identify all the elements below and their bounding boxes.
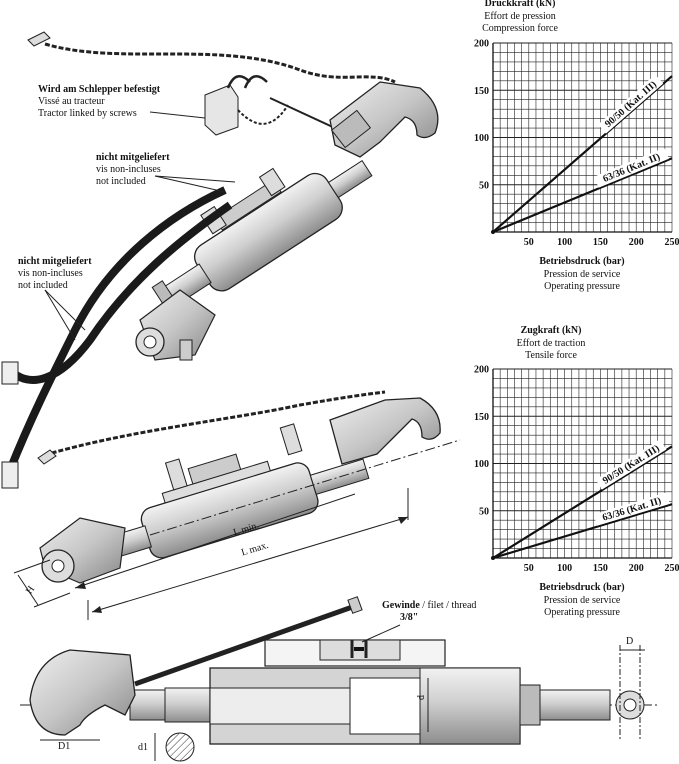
- chart1-xlabel-fr: Pression de service: [543, 594, 621, 606]
- chart1-subtitle-en: Tensile force: [525, 350, 577, 361]
- callout-thread: Gewinde / filet / thread 3/8": [382, 600, 476, 624]
- series-label-bg: [595, 439, 667, 490]
- callout-tractor: Wird am Schlepper befestigt Vissé au tra…: [38, 84, 160, 120]
- x-tick-label: 150: [593, 563, 608, 574]
- x-tick-label: 200: [629, 563, 644, 574]
- callout-not-supplied-left: nicht mitgeliefert vis non-incluses not …: [18, 256, 92, 292]
- leader-lines: [44, 111, 236, 341]
- chart1-xlabel-en: Operating pressure: [544, 607, 620, 618]
- origin-point: [491, 230, 495, 234]
- lower-hook: [29, 649, 136, 736]
- tractor-bracket: [204, 75, 289, 136]
- chart0-title-block: Druckkraft (kN) Effort de pression Compr…: [482, 0, 558, 36]
- dim-d1: D1: [58, 741, 71, 752]
- callout-not-supplied-upper: nicht mitgeliefert vis non-incluses not …: [96, 152, 170, 188]
- chart0-xlabel: Betriebsdruck (bar): [539, 256, 625, 267]
- callout-thread-rest: / filet / thread: [419, 600, 477, 611]
- series-line-kat-ii: [492, 503, 673, 560]
- series-label-kat-iii: 90/50 (Kat. III): [601, 443, 662, 487]
- y-tick-label: 200: [474, 365, 489, 376]
- chart0-subtitle-fr: Effort de pression: [484, 10, 556, 22]
- upper-chain: [44, 42, 396, 84]
- callout-ns1-fr: vis non-incluses: [96, 164, 161, 175]
- chart0-subtitle-en: Compression force: [482, 23, 558, 34]
- chart1-title-block: Zugkraft (kN) Effort de traction Tensile…: [517, 325, 586, 363]
- callout-ns1-title: nicht mitgeliefert: [96, 152, 170, 163]
- middle-hook: [329, 397, 441, 465]
- callout-tractor-fr: Vissé au tracteur: [38, 96, 105, 107]
- x-tick-label: 150: [593, 237, 608, 248]
- x-tick-label: 250: [665, 563, 679, 574]
- chart0-xlabel-block: Betriebsdruck (bar) Pression de service …: [539, 256, 624, 294]
- series-label-bg: [593, 492, 670, 526]
- x-tick-label: 50: [524, 237, 534, 248]
- y-tick-label: 50: [479, 506, 489, 517]
- y-tick-label: 150: [474, 86, 489, 97]
- series-line-kat-iii: [492, 75, 673, 233]
- callout-thread-size: 3/8": [400, 612, 419, 623]
- callout-tractor-title: Wird am Schlepper befestigt: [38, 84, 161, 95]
- x-tick-label: 100: [557, 563, 572, 574]
- middle-top-link-assembly: [13, 390, 461, 620]
- series-line-kat-iii: [492, 445, 673, 559]
- upper-hook: [329, 81, 439, 158]
- sectional-view: [20, 596, 660, 762]
- chart0-title: Druckkraft (kN): [484, 0, 556, 9]
- upper-top-link-assembly: [27, 31, 439, 361]
- chart0-xlabel-en: Operating pressure: [544, 281, 620, 292]
- y-tick-label: 50: [479, 180, 489, 191]
- callout-ns2-fr: vis non-incluses: [18, 268, 83, 279]
- series-label-bg: [594, 147, 669, 188]
- series-label-bg: [598, 74, 664, 134]
- x-tick-label: 200: [629, 237, 644, 248]
- callout-tractor-en: Tractor linked by screws: [38, 108, 137, 119]
- chart1-xlabel: Betriebsdruck (bar): [539, 582, 625, 593]
- y-tick-label: 150: [474, 412, 489, 423]
- dim-d-top: D: [626, 636, 634, 647]
- x-tick-label: 250: [665, 237, 679, 248]
- callout-ns2-en: not included: [18, 280, 68, 291]
- middle-chain: [44, 390, 386, 457]
- upper-clevis: [135, 289, 216, 361]
- callout-ns2-title: nicht mitgeliefert: [18, 256, 92, 267]
- callout-thread-title: Gewinde: [382, 600, 420, 611]
- dim-d-bore: d: [416, 695, 427, 700]
- dim-d1-small: d1: [138, 742, 148, 753]
- hydraulic-hoses: [1, 186, 233, 489]
- chart1-title: Zugkraft (kN): [520, 325, 582, 336]
- y-tick-label: 200: [474, 39, 489, 50]
- x-tick-label: 50: [524, 563, 534, 574]
- y-tick-label: 100: [474, 459, 489, 470]
- chart1-xlabel-block: Betriebsdruck (bar) Pression de service …: [539, 582, 624, 620]
- x-tick-label: 100: [557, 237, 572, 248]
- y-tick-label: 100: [474, 133, 489, 144]
- series-line-kat-ii: [492, 157, 673, 234]
- chart1-subtitle-fr: Effort de traction: [516, 337, 586, 349]
- origin-point: [491, 556, 495, 560]
- chart0-xlabel-fr: Pression de service: [543, 268, 621, 280]
- callout-ns1-en: not included: [96, 176, 146, 187]
